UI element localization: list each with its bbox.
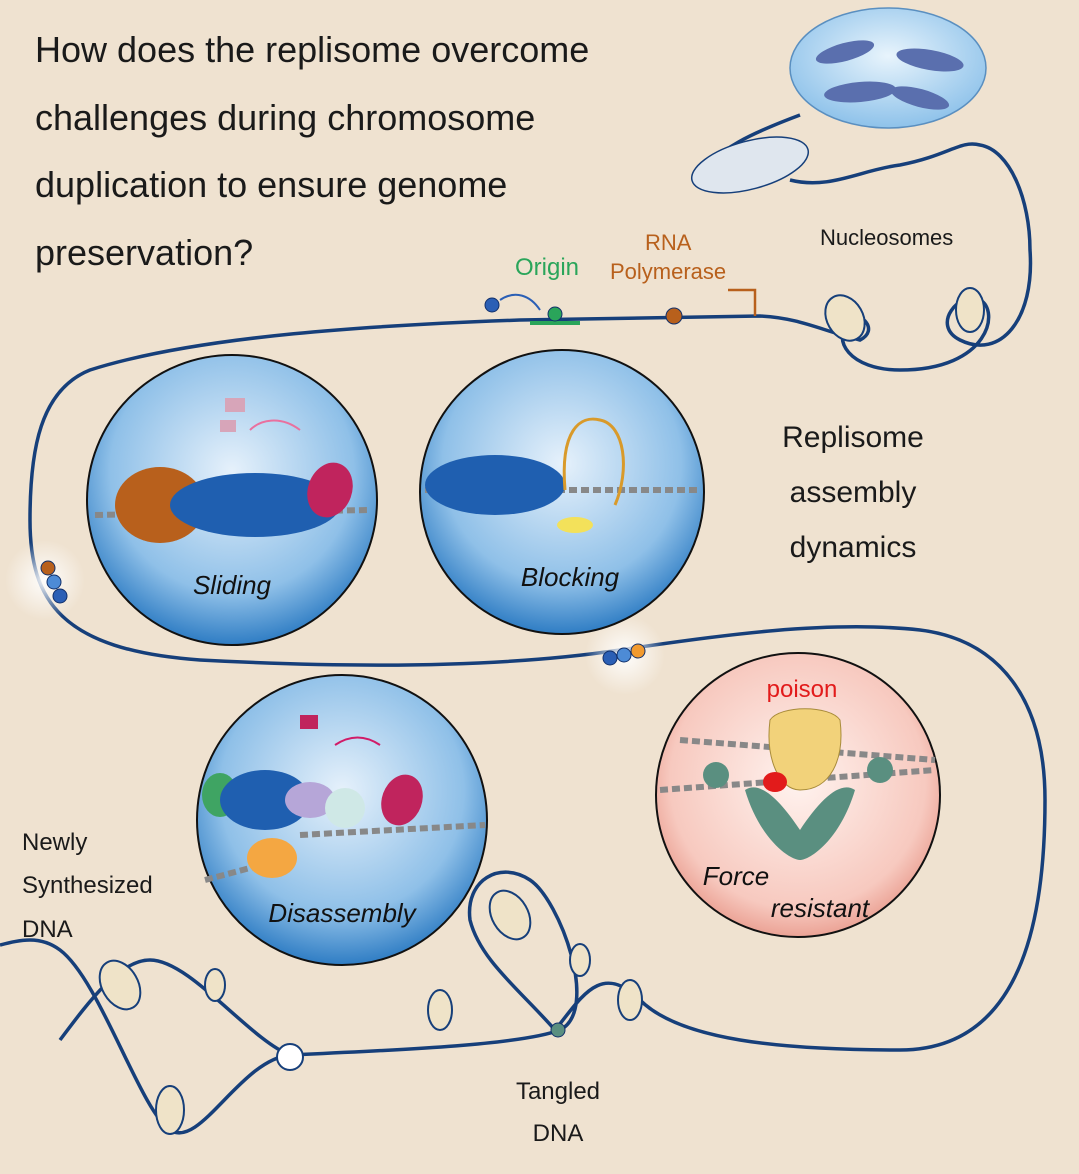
nucleus-with-chromosomes <box>789 7 987 129</box>
label-line: Replisome <box>782 421 924 454</box>
replication-fork <box>276 1043 304 1071</box>
origin-label: Origin <box>515 254 579 281</box>
panel-sliding-label: Sliding <box>193 570 272 600</box>
title-line: duplication to ensure genome <box>35 164 507 205</box>
label-line: DNA <box>22 916 73 943</box>
title-line: How does the replisome overcome <box>35 29 589 70</box>
dna-strand <box>0 142 1047 1135</box>
topoisomerase-dot <box>550 1022 566 1038</box>
rna-polymerase-label: RNA <box>645 230 692 255</box>
panel-blocking: Blocking <box>419 349 705 635</box>
nucleosomes-label: Nucleosomes <box>820 225 953 250</box>
panel-disassembly: Disassembly <box>196 674 488 966</box>
panel-blocking-label: Blocking <box>521 562 620 592</box>
newly-synthesized-label: Newly Synthesized DNA <box>22 829 153 943</box>
promoter-arrow-icon <box>728 288 757 316</box>
origin-site <box>530 321 580 325</box>
tangled-dna-label: Tangled DNA <box>516 1078 600 1147</box>
panel-force-resistant: poison Force resistant <box>655 652 941 938</box>
replisome-marker <box>616 647 632 663</box>
label-line: Synthesized <box>22 872 153 899</box>
origin-protein <box>547 306 563 322</box>
title-line: challenges during chromosome <box>35 97 535 138</box>
initiator-dot <box>484 297 500 313</box>
label-line: DNA <box>533 1120 584 1147</box>
arrow-icon <box>499 293 541 311</box>
poison-label: poison <box>767 676 838 703</box>
replisome-marker <box>40 560 56 576</box>
panel-force-label: resistant <box>771 893 871 923</box>
label-line: dynamics <box>790 531 917 564</box>
replisome-marker <box>602 650 618 666</box>
replisome-assembly-label: Replisome assembly dynamics <box>782 421 924 564</box>
replisome-marker <box>46 574 62 590</box>
label-line: Newly <box>22 829 87 856</box>
panel-sliding: Sliding <box>86 354 378 646</box>
label-line: Tangled <box>516 1078 600 1105</box>
panel-disassembly-label: Disassembly <box>268 898 417 928</box>
rna-polymerase-label: Polymerase <box>610 259 726 284</box>
replisome-marker <box>630 643 646 659</box>
title-line: preservation? <box>35 232 253 273</box>
rna-polymerase-dot <box>665 307 683 325</box>
panel-force-label: Force <box>703 861 769 891</box>
label-line: assembly <box>790 476 917 509</box>
title: How does the replisome overcome challeng… <box>35 29 589 273</box>
chromatin-fiber <box>690 136 810 194</box>
replisome-marker <box>52 588 68 604</box>
nucleosomes <box>98 287 985 1135</box>
